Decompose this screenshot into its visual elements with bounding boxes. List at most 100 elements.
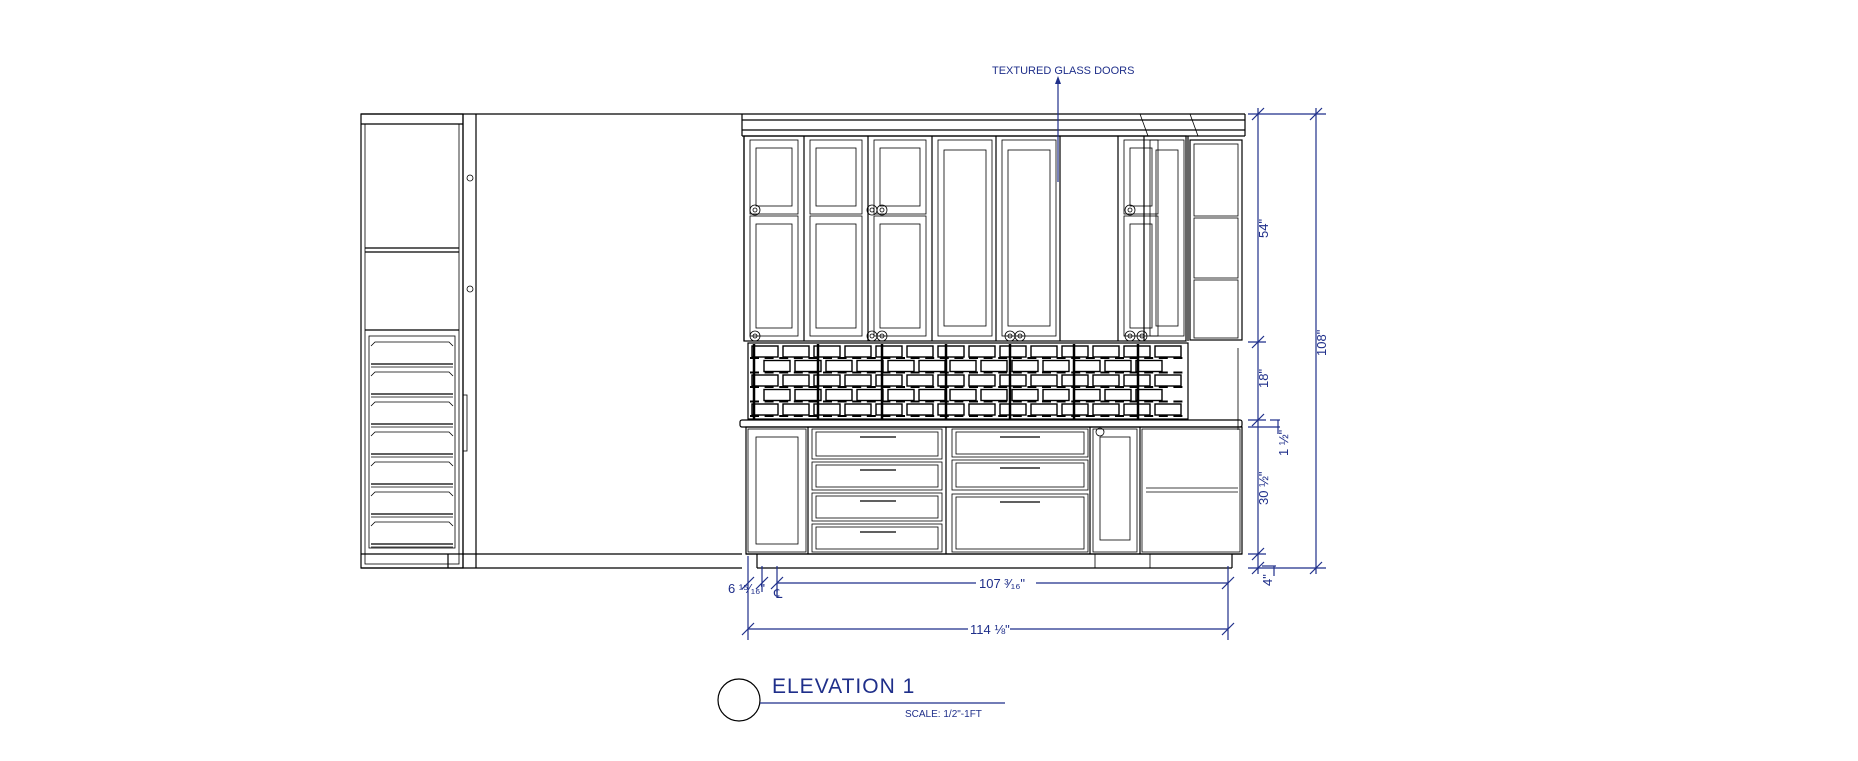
shelf-lip: [370, 431, 454, 437]
knob: [749, 204, 761, 216]
shelf-lip: [370, 371, 454, 377]
tile: [751, 374, 779, 387]
pullout-shelves: [370, 341, 454, 548]
knob: [1014, 330, 1026, 342]
vertical-dimensions: 54" 18" 1 ½" 30 ½" 4" 108": [1248, 107, 1329, 586]
tile: [1073, 388, 1101, 402]
tile: [782, 374, 810, 387]
tall-door: [1149, 139, 1185, 337]
tall-door: [1001, 139, 1057, 337]
shelf-lip: [370, 521, 454, 527]
tile: [825, 388, 853, 402]
drawer-panel: [815, 495, 939, 519]
knob-center: [879, 333, 885, 339]
tile: [1104, 359, 1132, 373]
tile: [1030, 345, 1058, 358]
tile: [794, 388, 822, 402]
glass-door-callout: TEXTURED GLASS DOORS: [992, 65, 1134, 182]
knob-center: [752, 333, 758, 339]
tile: [906, 403, 934, 416]
tile: [937, 345, 965, 358]
dim-base-height: 30 ½": [1256, 471, 1271, 505]
tile: [1011, 359, 1039, 373]
shelf-lip: [370, 341, 454, 347]
glass-panel: [755, 147, 793, 207]
tile: [782, 403, 810, 416]
tile: [844, 345, 872, 358]
upper-door: [809, 215, 863, 337]
knob: [1124, 330, 1136, 342]
door-panel: [1129, 223, 1153, 329]
dim-upper-height: 54": [1256, 219, 1271, 238]
tile: [1030, 374, 1058, 387]
knob-center: [1007, 333, 1013, 339]
tile: [1104, 388, 1132, 402]
tile: [1011, 388, 1039, 402]
dim-overall-width: 114 ⅛": [970, 622, 1010, 637]
upper-door-top: [749, 139, 799, 215]
tile: [782, 345, 810, 358]
drawer-panel: [955, 496, 1085, 550]
tile: [1092, 345, 1120, 358]
door-panel: [879, 223, 921, 329]
glass-panel: [1129, 147, 1153, 207]
tile: [968, 403, 996, 416]
tile: [887, 359, 915, 373]
drawer-panel: [815, 526, 939, 550]
tile: [906, 374, 934, 387]
tile: [875, 345, 903, 358]
knob-center: [869, 207, 875, 213]
dim-overall-height: 108": [1314, 329, 1329, 356]
tile: [980, 359, 1008, 373]
tile: [999, 374, 1027, 387]
tile: [875, 403, 903, 416]
knob-center: [1127, 207, 1133, 213]
tile: [1154, 403, 1182, 416]
tile: [875, 374, 903, 387]
elevation-title: ELEVATION 1: [772, 675, 915, 698]
tile: [887, 388, 915, 402]
horizontal-dimensions: 6 ¹⁵⁄₁₆" ℄ 107 ³⁄₁₆" 114 ⅛": [728, 556, 1235, 640]
tile: [856, 388, 884, 402]
title-block: ELEVATION 1 SCALE: 1/2"-1FT: [717, 675, 1005, 722]
dim-left-offset: 6 ¹⁵⁄₁₆": [728, 581, 765, 596]
glass-panel: [815, 147, 857, 207]
shelf-lip: [370, 491, 454, 497]
tile: [980, 388, 1008, 402]
upper-door: [873, 215, 927, 337]
scale-label: SCALE: 1/2"-1FT: [905, 709, 982, 720]
knob: [876, 330, 888, 342]
door-panel: [1155, 149, 1179, 327]
knob: [749, 330, 761, 342]
tile: [968, 374, 996, 387]
drawer: [811, 428, 943, 460]
drawer-panel: [955, 462, 1085, 488]
tile: [937, 403, 965, 416]
tile: [918, 388, 946, 402]
tile: [825, 359, 853, 373]
knob-center: [752, 207, 758, 213]
tile: [844, 403, 872, 416]
tile: [1073, 359, 1101, 373]
glass-panel: [879, 147, 921, 207]
base-cabinets: [745, 426, 1243, 569]
tile: [949, 359, 977, 373]
knob: [876, 204, 888, 216]
tile: [999, 345, 1027, 358]
shelf-lip: [370, 401, 454, 407]
tile: [1154, 345, 1182, 358]
drawer: [811, 523, 943, 553]
drawer: [951, 428, 1089, 458]
wall-panel: [361, 113, 742, 569]
shelf-lip: [370, 461, 454, 467]
drawer-panel: [955, 431, 1085, 455]
drawer-panel: [815, 464, 939, 488]
knob-center: [1017, 333, 1023, 339]
drawer-panel: [815, 431, 939, 457]
knob: [1136, 330, 1148, 342]
tile: [1042, 388, 1070, 402]
upper-door: [749, 215, 799, 337]
right-open-shelves: [1189, 139, 1243, 341]
tile: [1030, 403, 1058, 416]
tile: [751, 345, 779, 358]
